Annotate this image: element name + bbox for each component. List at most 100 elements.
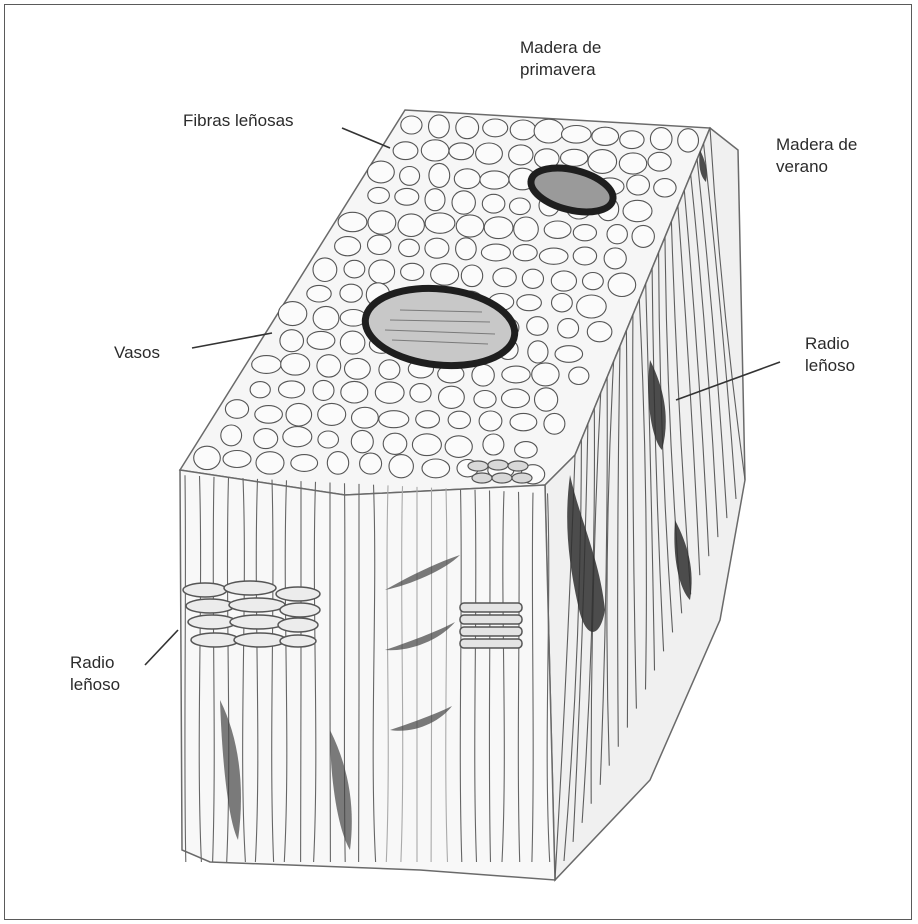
cell	[439, 386, 465, 408]
cell	[479, 411, 502, 431]
cell	[513, 245, 537, 261]
cell	[338, 212, 367, 231]
cell	[341, 381, 368, 403]
cell	[482, 194, 505, 213]
cell	[352, 407, 379, 428]
cell	[368, 187, 390, 203]
cell	[555, 346, 583, 363]
label-spring-wood: Madera de primavera	[520, 37, 601, 81]
cell	[527, 317, 548, 336]
cell	[255, 406, 283, 424]
cell	[313, 306, 339, 329]
cell	[573, 247, 596, 265]
label-wood-fibers: Fibras leñosas	[183, 110, 294, 132]
cell	[544, 413, 565, 434]
label-ray-right: Radio leñoso	[805, 333, 855, 377]
cell	[250, 382, 270, 398]
cell	[369, 260, 395, 284]
cell	[291, 455, 318, 472]
cell	[456, 215, 484, 237]
cell	[345, 358, 371, 379]
cell	[223, 451, 251, 468]
cell	[313, 258, 337, 282]
cell	[514, 217, 539, 241]
cell	[588, 150, 617, 174]
cell	[368, 235, 391, 254]
cell	[317, 355, 341, 377]
cell	[502, 366, 530, 383]
cell	[286, 403, 312, 426]
cell	[558, 319, 579, 338]
cell	[389, 455, 413, 478]
cell	[340, 331, 365, 354]
cell	[461, 265, 482, 287]
cell	[534, 119, 563, 143]
cell	[360, 453, 382, 474]
cell	[480, 171, 509, 189]
cell	[552, 294, 573, 312]
cell	[528, 341, 548, 363]
cell	[493, 268, 516, 287]
cell	[573, 225, 596, 241]
cell	[278, 302, 306, 326]
cell	[368, 161, 395, 183]
cell	[476, 143, 503, 164]
cell	[307, 331, 335, 349]
cell	[351, 430, 373, 452]
cell	[400, 167, 420, 186]
leader-radio-left	[145, 630, 178, 665]
cell	[307, 285, 331, 302]
cell	[399, 239, 420, 256]
cell	[425, 213, 455, 233]
cell	[678, 129, 699, 152]
cell	[279, 381, 305, 398]
cell	[416, 411, 440, 428]
cell	[650, 128, 672, 150]
cell	[425, 238, 449, 258]
cell	[410, 384, 431, 403]
cell	[398, 214, 424, 237]
cell	[532, 363, 559, 386]
cell	[481, 244, 510, 261]
cell	[604, 248, 626, 269]
cell	[607, 225, 627, 244]
cell	[448, 411, 470, 428]
cell	[627, 175, 650, 195]
cell	[515, 442, 538, 458]
cell	[313, 380, 334, 400]
cell	[544, 221, 571, 238]
label-vessels: Vasos	[114, 342, 160, 364]
cell	[425, 189, 445, 211]
cell	[335, 237, 361, 256]
cell	[619, 153, 646, 174]
cell	[318, 431, 339, 448]
cell	[340, 284, 362, 302]
cell	[620, 131, 644, 149]
cell	[401, 263, 424, 280]
cell	[502, 389, 530, 408]
cell	[510, 198, 531, 215]
cell	[583, 273, 604, 290]
cell	[421, 140, 449, 161]
cell	[608, 273, 636, 296]
cell	[535, 388, 558, 411]
cell	[484, 217, 513, 239]
cell	[569, 367, 589, 384]
cell	[551, 271, 576, 291]
cell	[517, 295, 542, 311]
cell	[472, 364, 494, 386]
cell	[445, 436, 472, 458]
cell	[344, 260, 365, 278]
cell	[522, 269, 543, 288]
cell	[429, 163, 450, 187]
cell	[562, 126, 592, 144]
cell	[623, 200, 652, 221]
cell	[256, 452, 284, 474]
label-summer-wood: Madera de verano	[776, 134, 857, 178]
cell	[318, 403, 346, 425]
cell	[327, 452, 348, 475]
cell	[483, 434, 504, 455]
cell	[577, 295, 607, 318]
cell	[483, 119, 508, 137]
cell	[449, 143, 474, 160]
